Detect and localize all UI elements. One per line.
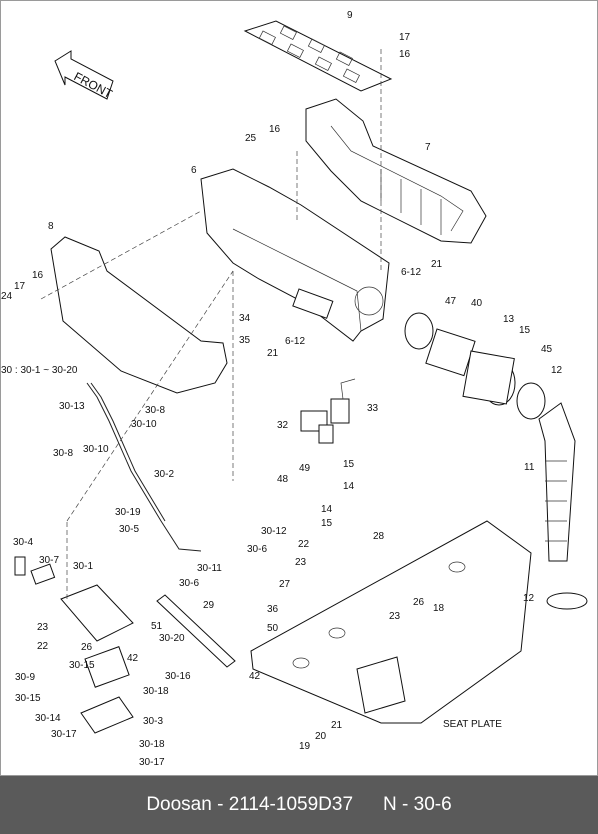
callout: 30-10 [83,444,109,455]
callout: 30-10 [131,419,157,430]
callout: 32 [277,420,289,431]
callout: 40 [471,298,483,309]
callout: 20 [315,731,327,742]
callout: 28 [373,531,385,542]
callout: 15 [343,459,355,470]
callout: 17 [14,281,26,292]
callout: 26 [81,642,93,653]
diagram-svg: FRONT [1,10,588,768]
callout: 30-18 [143,686,169,697]
callout: 30-17 [139,757,165,768]
part-40-flange-assembly [404,312,588,610]
callout: 35 [239,335,251,346]
callout: 15 [321,518,333,529]
leader-lines [40,49,382,599]
callout: 23 [389,611,401,622]
callout: 30-8 [145,405,165,416]
callout: 12 [523,593,535,604]
callout: 14 [343,481,355,492]
callout: 30-18 [139,739,165,750]
exploded-parts-diagram: FRONT [0,0,598,776]
callout: 14 [321,504,333,515]
callout: 13 [503,314,515,325]
callout: 22 [298,539,310,550]
callout: 30-6 [247,544,267,555]
front-arrow: FRONT [54,50,115,101]
callout: 47 [445,296,457,307]
callout: 11 [524,462,535,473]
callout: 49 [299,463,311,474]
callout: 30-3 [143,716,163,727]
callout: 17 [399,32,411,43]
seat-plate-label: SEAT PLATE [443,719,502,730]
callout: 9 [347,10,353,21]
callout: 50 [267,623,279,634]
callout: 21 [431,259,443,270]
callout: 30-19 [115,507,141,518]
callout: 30-20 [159,633,185,644]
callout: 6 [191,165,197,176]
callout: 15 [519,325,531,336]
callout: 30-14 [35,713,61,724]
callout: 16 [32,270,44,281]
page-reference: N - 30-6 [383,794,452,815]
callout: 30-1 [73,561,93,572]
callout: 30-12 [261,526,287,537]
callout: 33 [367,403,379,414]
callout: 30-6 [179,578,199,589]
callout: 30-9 [15,672,35,683]
callout: 22 [37,641,49,652]
callout-labels: 9 17 16 25 16 7 6 8 17 16 24 30 : 30-1 ~… [1,10,563,768]
callout: 30 : 30-1 ~ 30-20 [1,365,78,376]
callout: 42 [249,671,261,682]
callout: 18 [433,603,445,614]
callout: 42 [127,653,139,664]
part-8-side-cover [50,236,228,394]
callout: 36 [267,604,279,615]
callout: 27 [279,579,291,590]
callout: 6-12 [285,336,305,347]
part-30-1-lever-bracket [14,556,134,734]
callout: 30-11 [197,563,222,574]
callout: 48 [277,474,289,485]
callout: 24 [1,291,13,302]
callout: 51 [151,621,163,632]
footer-bar: Doosan - 2114-1059D37 N - 30-6 [0,776,598,834]
callout: 30-16 [165,671,191,682]
callout: 16 [399,49,411,60]
callout: 30-7 [39,555,59,566]
callout: 30-4 [13,537,33,548]
callout: 12 [551,365,563,376]
callout: 25 [245,133,257,144]
part-7-duct-housing [305,98,487,244]
callout: 30-13 [59,401,85,412]
callout: 30-8 [53,448,73,459]
callout: 7 [425,142,431,153]
callout: 21 [331,720,343,731]
callout: 26 [413,597,425,608]
callout: 30-17 [51,729,77,740]
part-30-2-cable [86,382,202,552]
seat-plate: SEAT PLATE [250,520,532,730]
callout: 34 [239,313,251,324]
callout: 23 [295,557,307,568]
callout: 8 [48,221,54,232]
callout: 30-15 [15,693,41,704]
callout: 16 [269,124,281,135]
callout: 30-15 [69,660,95,671]
callout: 30-5 [119,524,139,535]
callout: 29 [203,600,215,611]
callout: 45 [541,344,553,355]
part-9-top-plate [243,20,393,92]
callout: 30-2 [154,469,174,480]
part-29-gas-spring [156,594,236,668]
part-6-main-bracket [200,168,390,342]
part-reference: Doosan - 2114-1059D37 [146,794,354,815]
callout: 6-12 [401,267,421,278]
callout: 19 [299,741,311,752]
callout: 23 [37,622,49,633]
part-33-switch [300,378,356,444]
callout: 21 [267,348,279,359]
